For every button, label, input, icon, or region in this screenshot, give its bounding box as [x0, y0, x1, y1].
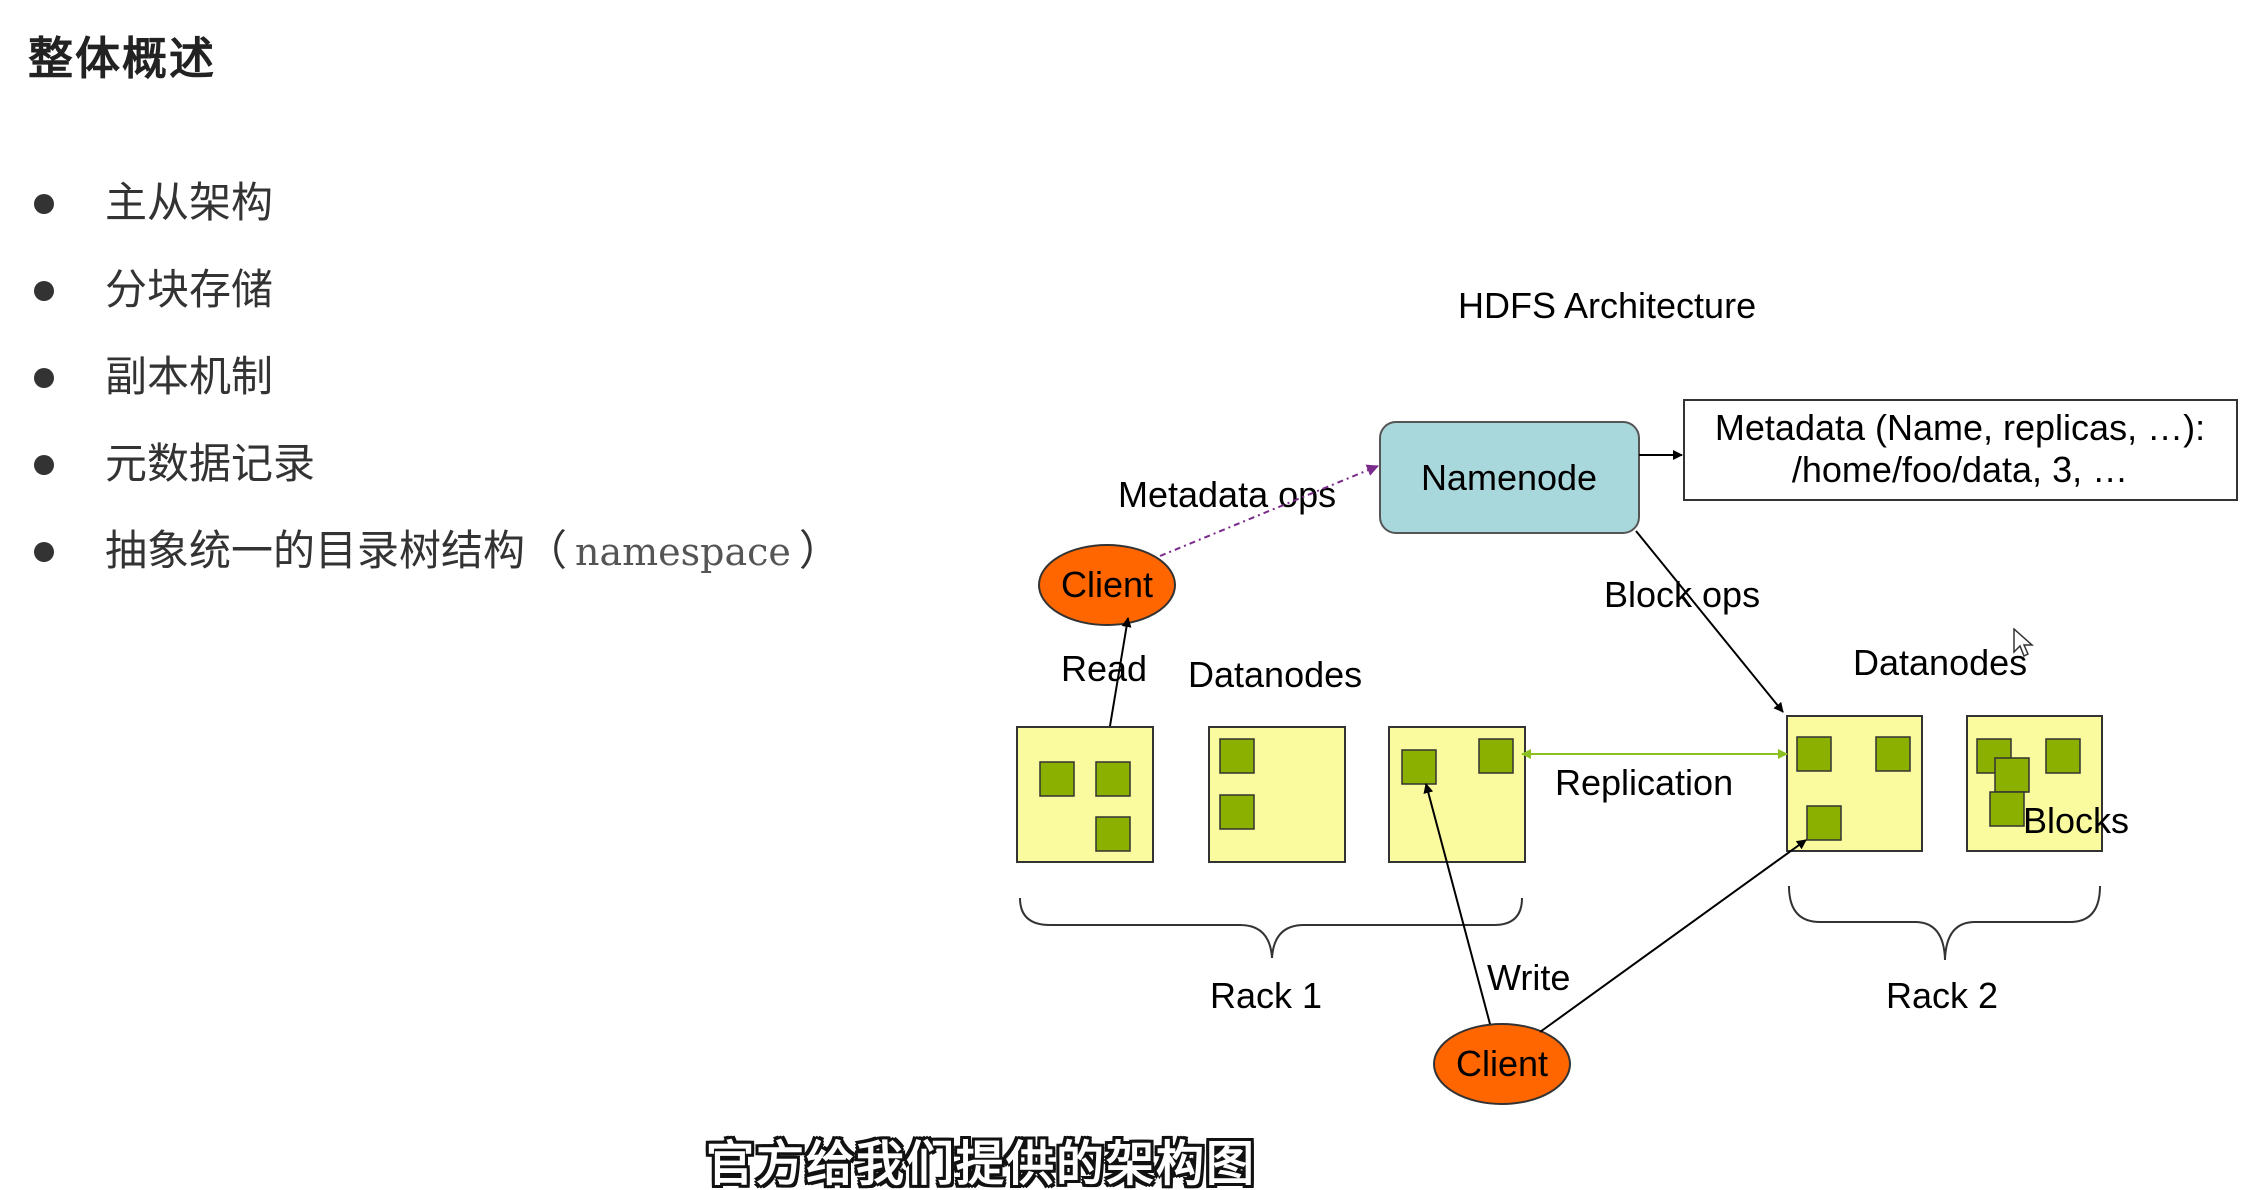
bullet-list: 主从架构 分块存储 副本机制 元数据记录 抽象统一的目录树结构（namespac…: [30, 172, 841, 607]
block: [1219, 794, 1255, 830]
metadata-ops-arrow: [1159, 464, 1379, 557]
bullet-item: 抽象统一的目录树结构（namespace）: [30, 520, 841, 607]
namenode-label: Namenode: [1421, 457, 1597, 498]
block: [1806, 805, 1842, 841]
mouse-cursor-icon: [2013, 628, 2034, 658]
bullet-text: 副本机制: [105, 352, 274, 401]
bullet-text: 抽象统一的目录树结构（: [105, 526, 568, 575]
bullet-text: 主从架构: [105, 178, 274, 227]
write-arrow-rack1: [1423, 783, 1491, 1025]
bullet-dot-icon: [34, 194, 54, 214]
block: [2045, 738, 2081, 774]
metadata-box: [1683, 399, 2238, 501]
read-arrow: [1107, 617, 1132, 739]
rack2-brace: [1788, 885, 2101, 961]
namespace-code: namespace: [575, 530, 791, 574]
block: [1219, 738, 1255, 774]
bullet-dot-icon: [34, 368, 54, 388]
page-title: 整体概述: [28, 32, 217, 85]
block: [1796, 736, 1832, 772]
client-bottom-label: Client: [1456, 1043, 1548, 1084]
client-top-ellipse: [1038, 544, 1176, 626]
read-label: Read: [1061, 648, 1147, 689]
write-arrow-rack2: [1539, 839, 1807, 1033]
rack2-label: Rack 2: [1886, 975, 1998, 1016]
diagram-title: HDFS Architecture: [1458, 285, 1756, 326]
bullet-item: 主从架构: [30, 172, 841, 259]
video-subtitle: 官方给我们提供的架构图: [705, 1136, 1256, 1190]
write-label: Write: [1487, 957, 1570, 998]
block: [1478, 738, 1514, 774]
datanodes-right-label: Datanodes: [1853, 642, 2027, 683]
block: [1095, 816, 1131, 852]
block-ops-label: Block ops: [1604, 574, 1760, 615]
block: [1989, 791, 2025, 827]
bullet-text: 元数据记录: [105, 439, 316, 488]
metadata-line-2: /home/foo/data, 3, …: [1792, 449, 2128, 490]
block: [1401, 749, 1437, 785]
bullet-item: 分块存储: [30, 259, 841, 346]
bullet-dot-icon: [34, 281, 54, 301]
blocks-label: Blocks: [2023, 800, 2129, 841]
datanode-rack1-1: [1016, 726, 1154, 863]
bullet-close-paren: ）: [798, 526, 841, 575]
bullet-item: 副本机制: [30, 346, 841, 433]
client-bottom-ellipse: [1433, 1023, 1571, 1105]
bullet-text: 分块存储: [105, 265, 274, 314]
namenode-box: [1379, 421, 1640, 534]
block-ops-arrow: [1635, 530, 1784, 713]
bullet-item: 元数据记录: [30, 433, 841, 520]
block: [1994, 757, 2030, 793]
block: [1039, 761, 1075, 797]
datanodes-left-label: Datanodes: [1188, 654, 1362, 695]
rack1-brace: [1019, 897, 1523, 959]
rack1-label: Rack 1: [1210, 975, 1322, 1016]
metadata-ops-label: Metadata ops: [1118, 474, 1336, 515]
bullet-dot-icon: [34, 455, 54, 475]
client-top-label: Client: [1061, 564, 1153, 605]
replication-label: Replication: [1555, 762, 1733, 803]
block: [1875, 736, 1911, 772]
metadata-line-1: Metadata (Name, replicas, …):: [1715, 407, 2205, 448]
block: [1095, 761, 1131, 797]
bullet-dot-icon: [34, 542, 54, 562]
